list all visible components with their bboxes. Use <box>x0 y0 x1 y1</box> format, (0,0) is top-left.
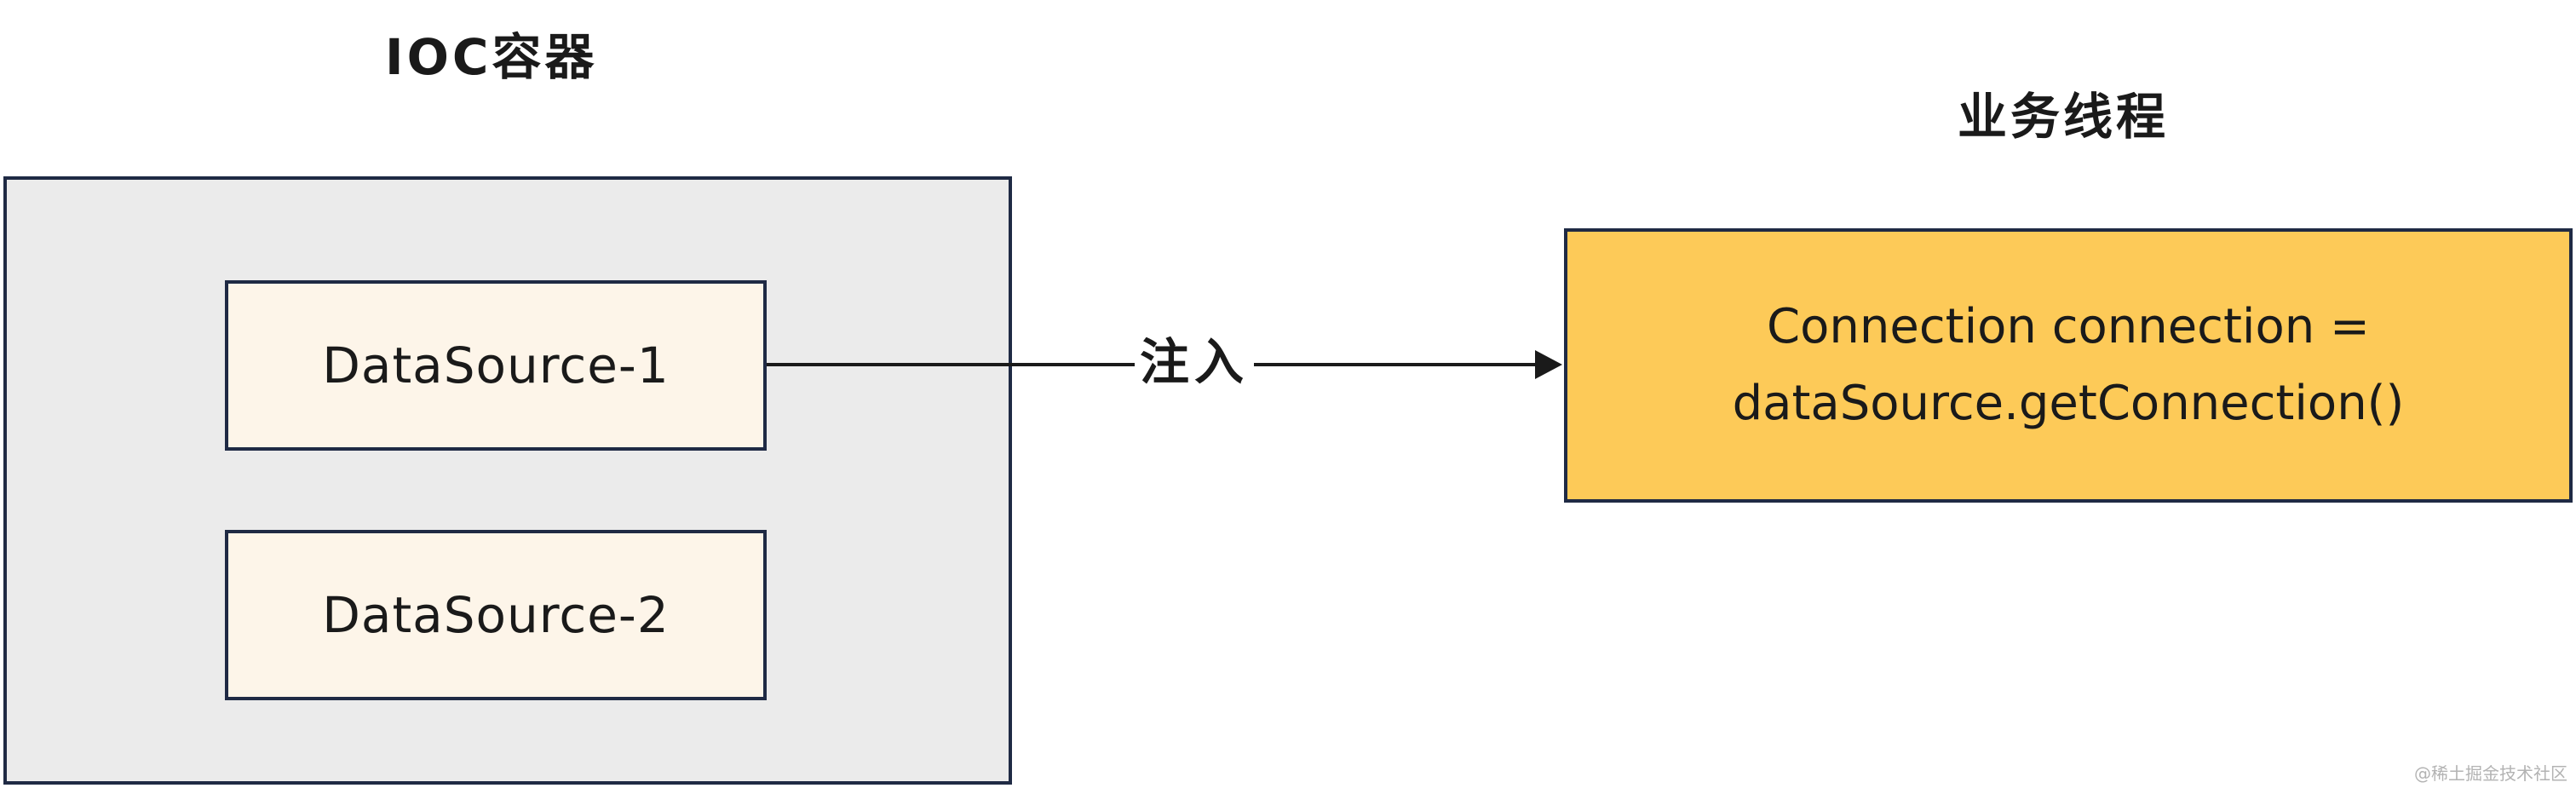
datasource-2-label: DataSource-2 <box>322 586 670 644</box>
watermark: @稀土掘金技术社区 <box>2414 763 2567 784</box>
datasource-1-label: DataSource-1 <box>322 336 670 394</box>
inject-arrow-head <box>1535 350 1562 379</box>
datasource-2-box: DataSource-2 <box>225 530 767 700</box>
business-thread-title: 业务线程 <box>1958 88 2170 146</box>
ioc-container-title: IOC容器 <box>385 28 598 86</box>
inject-arrow-label: 注入 <box>1135 337 1255 387</box>
datasource-1-box: DataSource-1 <box>225 280 767 451</box>
business-thread-box: Connection connection = dataSource.getCo… <box>1564 228 2573 503</box>
code-line-2: dataSource.getConnection() <box>1732 376 2405 431</box>
code-line-1: Connection connection = <box>1767 299 2370 354</box>
